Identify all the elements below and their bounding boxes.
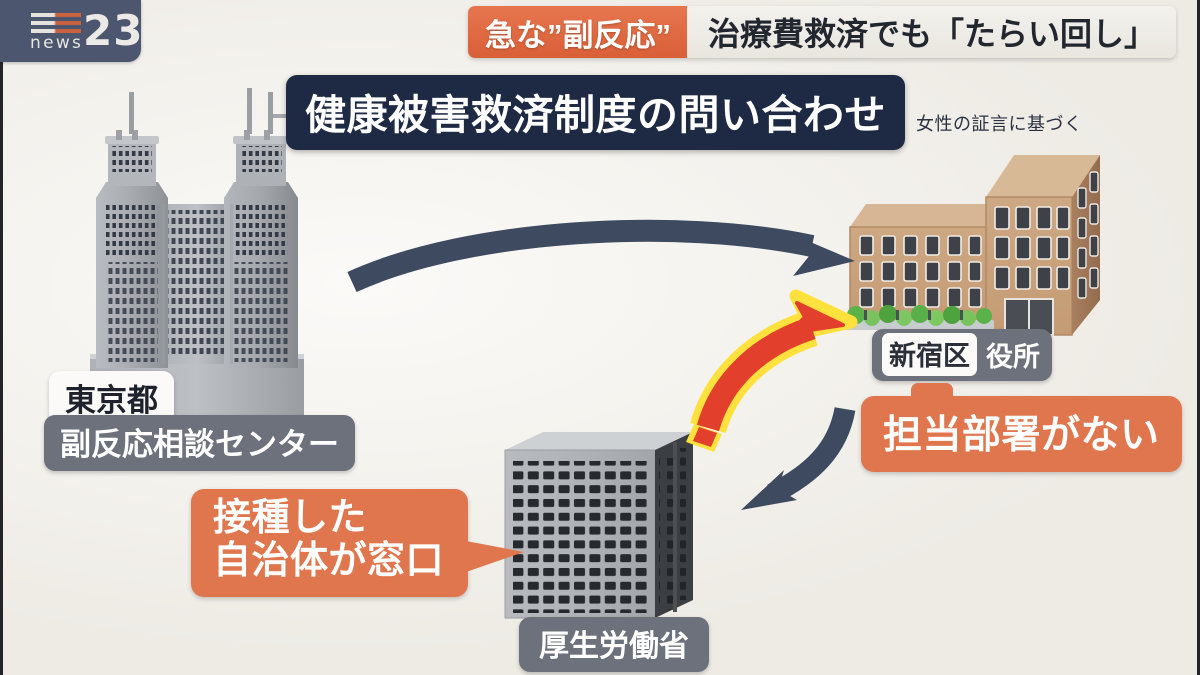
source-note: 女性の証言に基づく (916, 114, 1083, 134)
callout-no-department: 担当部署がない (861, 383, 1182, 472)
label-shinjuku-ward-office: 新宿区 役所 (872, 329, 1052, 381)
label-shinjuku-ward: 新宿区 (882, 333, 977, 376)
headline-text: 治療費救済でも「たらい回し」 (708, 16, 1157, 52)
callout-municipality-line2: 自治体が窓口 (213, 540, 445, 583)
building-ministry-of-health (504, 432, 693, 619)
callout-nub (911, 383, 953, 399)
graphic-title: 健康被害救済制度の問い合わせ (286, 75, 905, 150)
arrow-ward-to-ministry (741, 406, 856, 510)
left-edge-bar (0, 0, 3, 675)
headline-bar: 急な”副反応” 治療費救済でも「たらい回し」 (468, 6, 1177, 58)
arrow-metro-to-ward (347, 219, 855, 293)
building-tokyo-metropolitan-government (90, 88, 304, 416)
callout-no-department-text: 担当部署がない (883, 414, 1160, 457)
news23-logo: news 23 (0, 0, 144, 62)
callout-municipality-window: 接種した 自治体が窓口 (191, 489, 525, 597)
callout-municipality-line1: 接種した (213, 497, 368, 539)
label-ward-office: 役所 (986, 342, 1040, 372)
label-side-effect-consultation-center: 副反応相談センター (44, 415, 355, 471)
callout-tail (466, 541, 525, 572)
logo-bars-icon (31, 13, 81, 33)
headline-badge: 急な”副反応” (468, 6, 687, 58)
logo-number: 23 (83, 6, 144, 55)
right-edge-bar (1197, 0, 1200, 675)
label-ministry-of-health: 厚生労働省 (519, 617, 709, 672)
arrow-ministry-to-ward-highlighted (686, 289, 858, 452)
logo-word: news (30, 33, 84, 53)
